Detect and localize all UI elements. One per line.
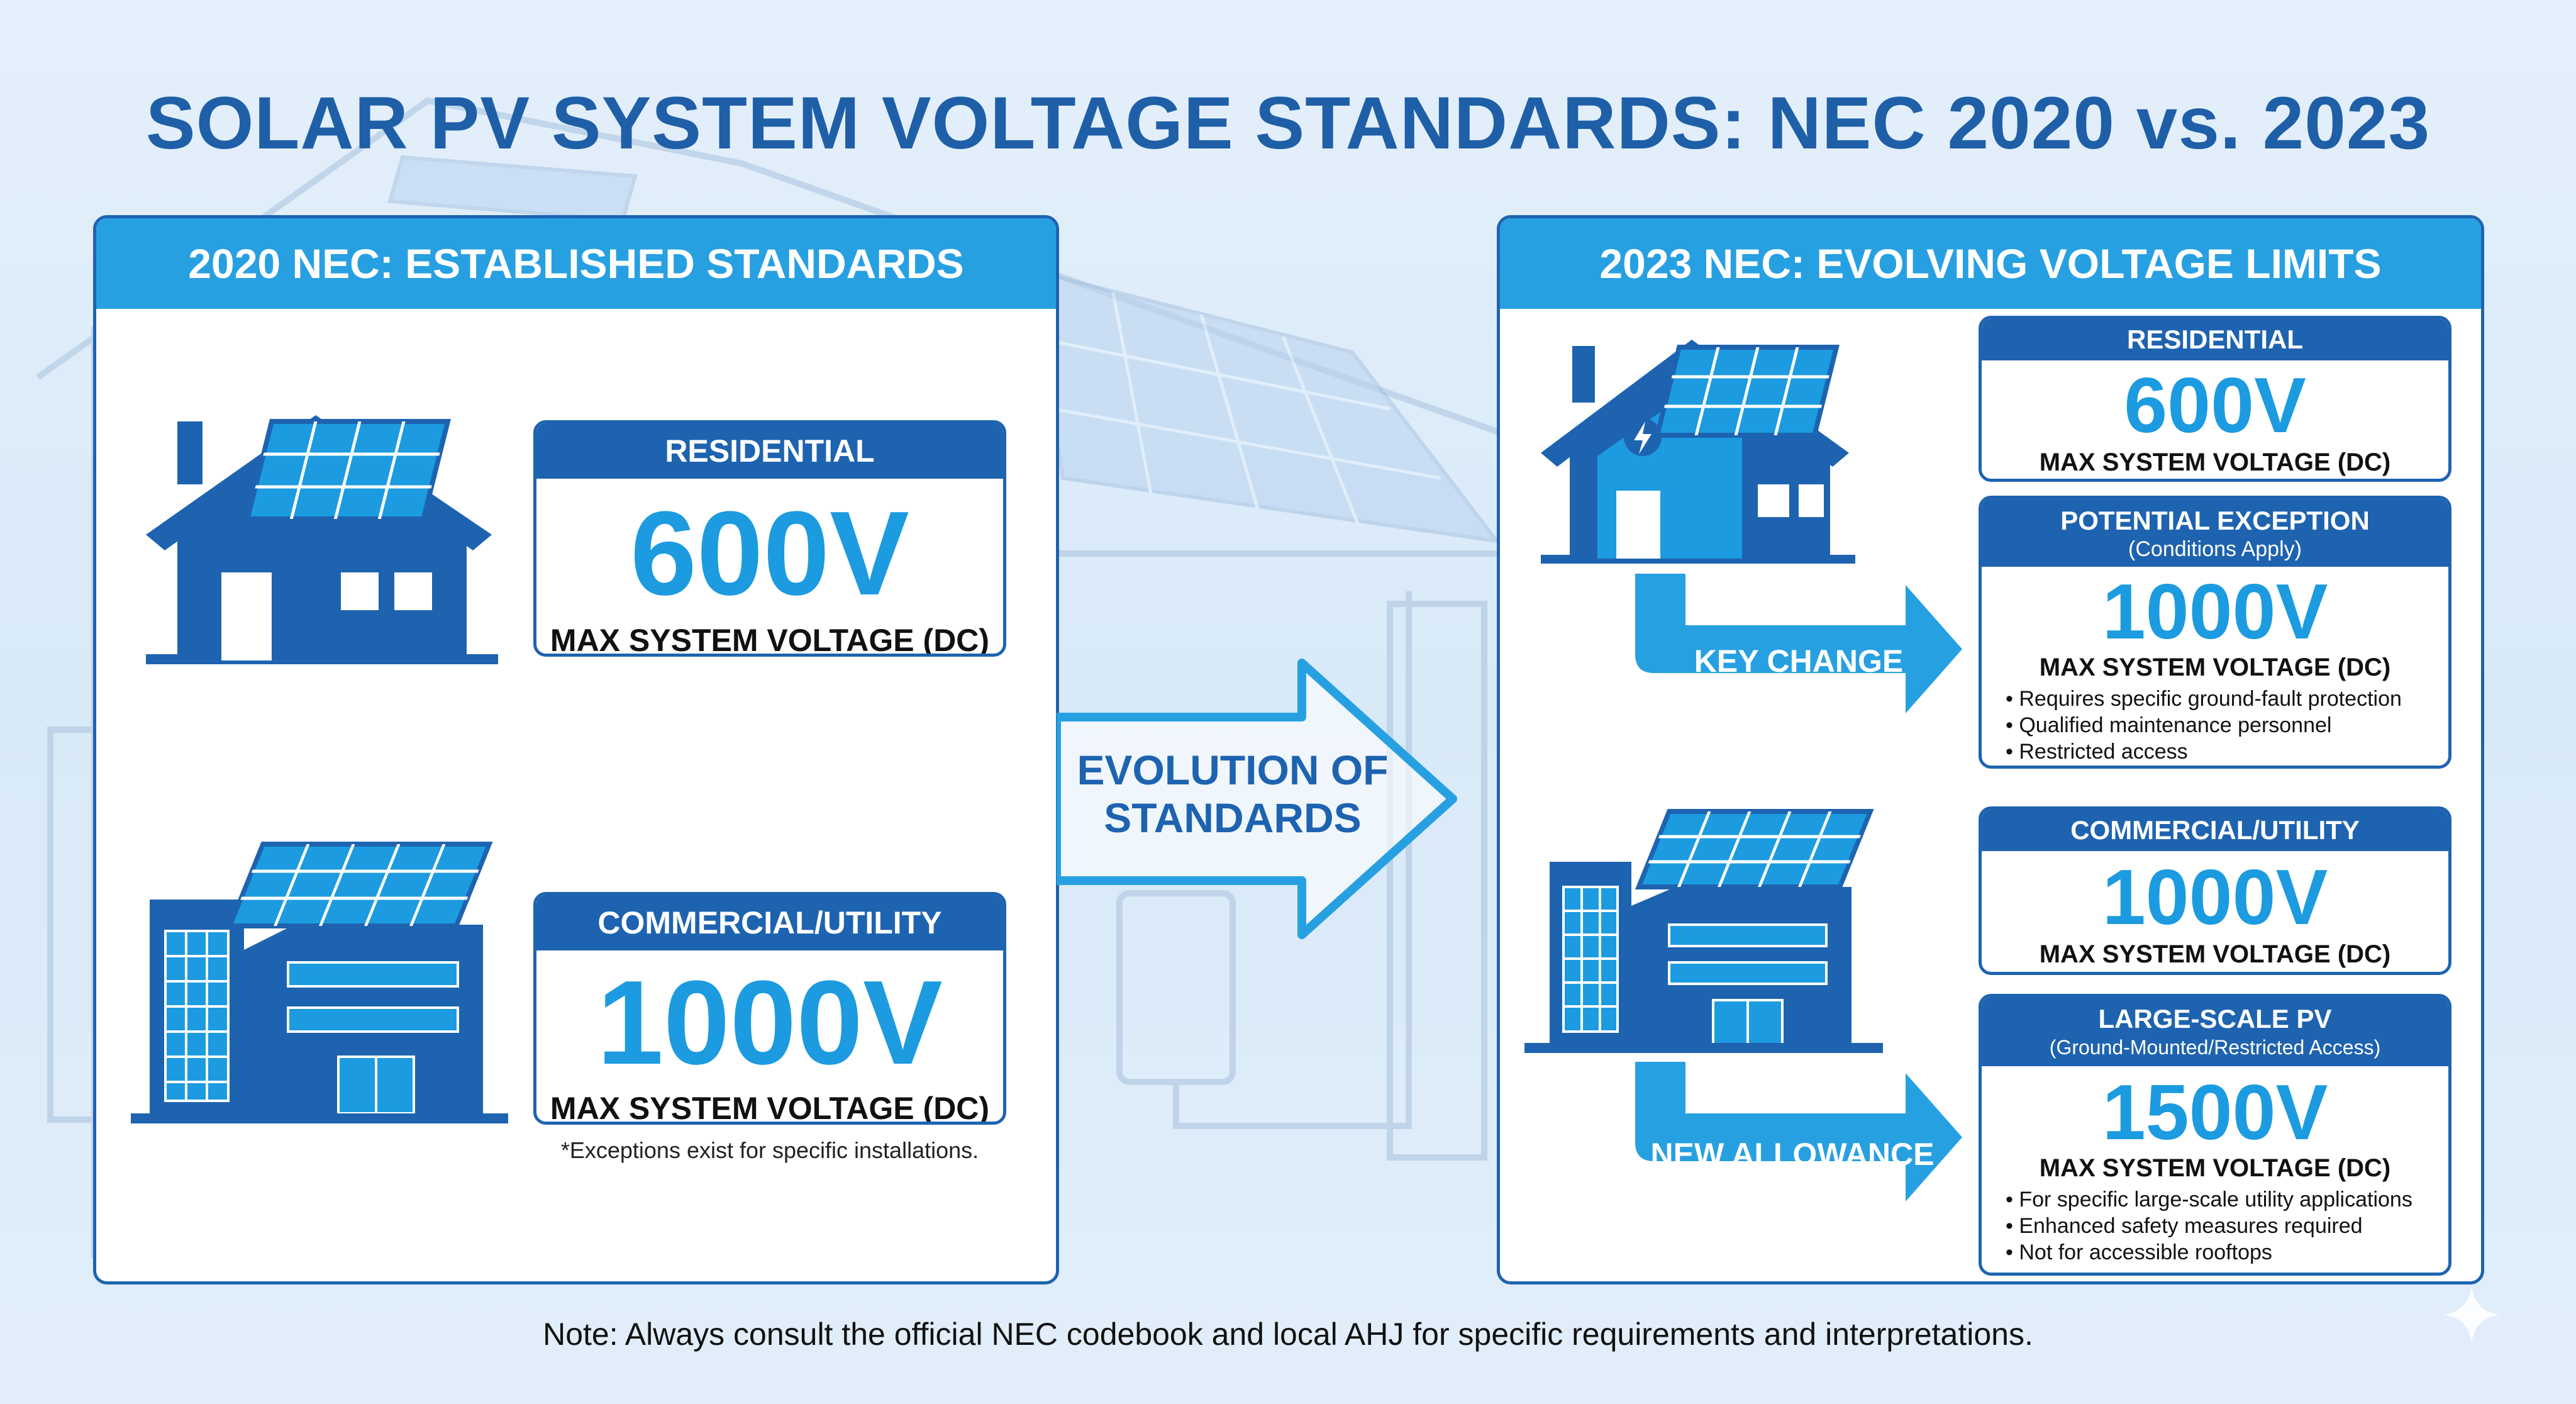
large-scale-label: LARGE-SCALE PV [2098,1004,2332,1034]
list-item: For specific large-scale utility applica… [2006,1186,2448,1213]
residential-2020-card: RESIDENTIAL 600V MAX SYSTEM VOLTAGE (DC) [533,420,1006,657]
key-change-label: KEY CHANGE [1694,644,1904,679]
exception-voltage: 1000V [2102,569,2328,655]
commercial-2023-caption: MAX SYSTEM VOLTAGE (DC) [2039,940,2391,968]
exception-header: POTENTIAL EXCEPTION (Conditions Apply) [1982,499,2448,567]
residential-2023-voltage: 600V [2124,362,2306,449]
footer-note: Note: Always consult the official NEC co… [543,1317,2033,1352]
commercial-2023-label: COMMERCIAL/UTILITY [1982,810,2448,851]
potential-exception-card: POTENTIAL EXCEPTION (Conditions Apply) 1… [1979,496,2451,769]
new-allowance-arrow [1635,1062,1962,1201]
commercial-2023-card: COMMERCIAL/UTILITY 1000V MAX SYSTEM VOLT… [1979,806,2451,975]
exception-caption: MAX SYSTEM VOLTAGE (DC) [2039,654,2391,681]
commercial-building-2023-icon [1524,809,1883,1053]
large-scale-caption: MAX SYSTEM VOLTAGE (DC) [2039,1154,2391,1182]
sparkle-icon [2443,1286,2500,1343]
commercial-2023-voltage: 1000V [2102,854,2328,941]
commercial-label: COMMERCIAL/UTILITY [536,895,1003,950]
list-item: Enhanced safety measures required [2006,1213,2448,1239]
large-scale-sublabel: (Ground-Mounted/Restricted Access) [2049,1036,2381,1059]
house-icon [146,415,498,664]
list-item: Qualified maintenance personnel [2006,712,2448,738]
residential-2023-caption: MAX SYSTEM VOLTAGE (DC) [2039,448,2391,476]
commercial-building-icon [131,842,508,1123]
exception-label: POTENTIAL EXCEPTION [2060,506,2370,535]
large-scale-pv-card: LARGE-SCALE PV (Ground-Mounted/Restricte… [1979,994,2451,1276]
new-allowance-label: NEW ALLOWANCE [1650,1137,1935,1172]
large-scale-conditions-list: For specific large-scale utility applica… [2006,1186,2448,1266]
evolution-arrow [1057,659,1457,939]
residential-label: RESIDENTIAL [536,423,1003,479]
exception-conditions-list: Requires specific ground-fault protectio… [2006,686,2448,765]
commercial-2020-card: COMMERCIAL/UTILITY 1000V MAX SYSTEM VOLT… [533,892,1006,1125]
commercial-caption: MAX SYSTEM VOLTAGE (DC) [550,1091,990,1125]
list-item: Not for accessible rooftops [2006,1239,2448,1266]
residential-2023-card: RESIDENTIAL 600V MAX SYSTEM VOLTAGE (DC) [1979,316,2451,482]
evolution-label: EVOLUTION OF STANDARDS [1063,746,1402,842]
residential-voltage: 600V [630,487,909,620]
evolution-label-line1: EVOLUTION OF [1077,747,1389,793]
residential-2023-label: RESIDENTIAL [1982,319,2448,360]
evolution-label-line2: STANDARDS [1104,794,1362,841]
list-item: Requires specific ground-fault protectio… [2006,686,2448,712]
exception-sublabel: (Conditions Apply) [2128,537,2302,561]
list-item: Restricted access [2006,738,2448,765]
commercial-voltage: 1000V [597,956,943,1089]
large-scale-voltage: 1500V [2102,1069,2328,1156]
exceptions-footnote: *Exceptions exist for specific installat… [560,1137,979,1163]
key-change-arrow [1635,574,1962,713]
panel-2020-header: 2020 NEC: ESTABLISHED STANDARDS [96,218,1056,309]
large-scale-header: LARGE-SCALE PV (Ground-Mounted/Restricte… [1982,997,2448,1066]
page-title: SOLAR PV SYSTEM VOLTAGE STANDARDS: NEC 2… [145,82,2431,165]
residential-caption: MAX SYSTEM VOLTAGE (DC) [550,623,990,657]
house-with-bolt-icon [1541,340,1855,564]
panel-2023-header: 2023 NEC: EVOLVING VOLTAGE LIMITS [1500,218,2481,309]
